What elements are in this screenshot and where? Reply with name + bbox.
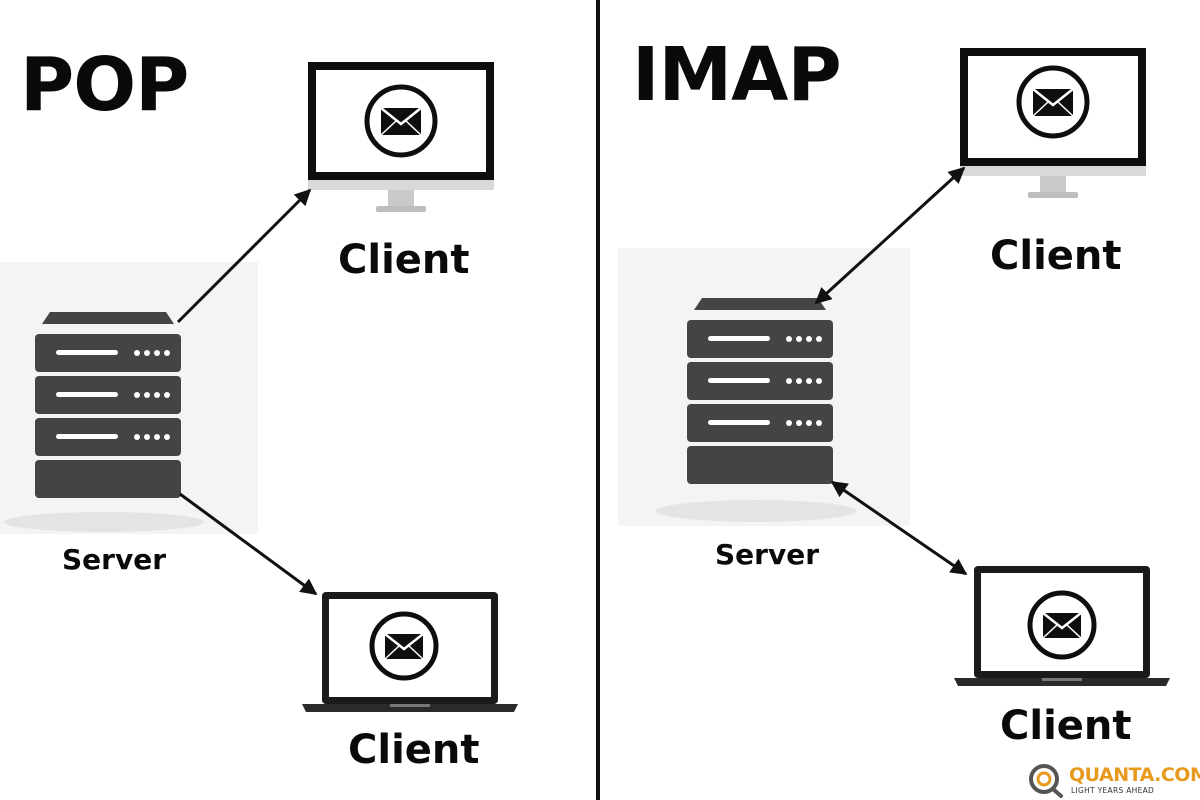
pop-server-shadow <box>4 512 204 532</box>
quanta-logo-icon <box>1029 764 1063 798</box>
pop-bottom-client-label: Client <box>348 727 480 773</box>
quanta-logo: QUANTA.COM LIGHT YEARS AHEAD <box>1027 762 1200 798</box>
imap-arrows <box>814 166 968 576</box>
imap-server-label: Server <box>715 538 820 571</box>
envelope-icon <box>369 611 439 681</box>
imap-server-shadow <box>656 500 856 522</box>
envelope-icon <box>1027 590 1097 660</box>
imap-title: IMAP <box>632 32 842 118</box>
pop-title: POP <box>20 42 189 128</box>
pop-arrow-to-desktop <box>176 188 312 324</box>
envelope-icon <box>364 84 438 158</box>
pop-top-client-label: Client <box>338 237 470 283</box>
pop-laptop-icon <box>302 592 518 712</box>
quanta-tagline: LIGHT YEARS AHEAD <box>1071 786 1155 795</box>
pop-arrow-to-laptop <box>179 492 318 596</box>
imap-desktop-monitor-icon <box>960 48 1146 198</box>
imap-laptop-icon <box>954 566 1170 686</box>
imap-server-rack-icon <box>687 298 833 484</box>
pop-arrows <box>176 188 318 596</box>
imap-arrow-desktop <box>814 166 966 305</box>
imap-arrow-laptop <box>830 480 968 576</box>
imap-bottom-client-label: Client <box>1000 703 1132 749</box>
pop-server-rack-icon <box>35 312 181 498</box>
pop-desktop-monitor-icon <box>308 62 494 212</box>
envelope-icon <box>1016 65 1090 139</box>
imap-top-client-label: Client <box>990 233 1122 279</box>
panel-divider <box>596 0 600 800</box>
quanta-brand: QUANTA.COM <box>1069 764 1200 786</box>
pop-server-label: Server <box>62 543 167 576</box>
